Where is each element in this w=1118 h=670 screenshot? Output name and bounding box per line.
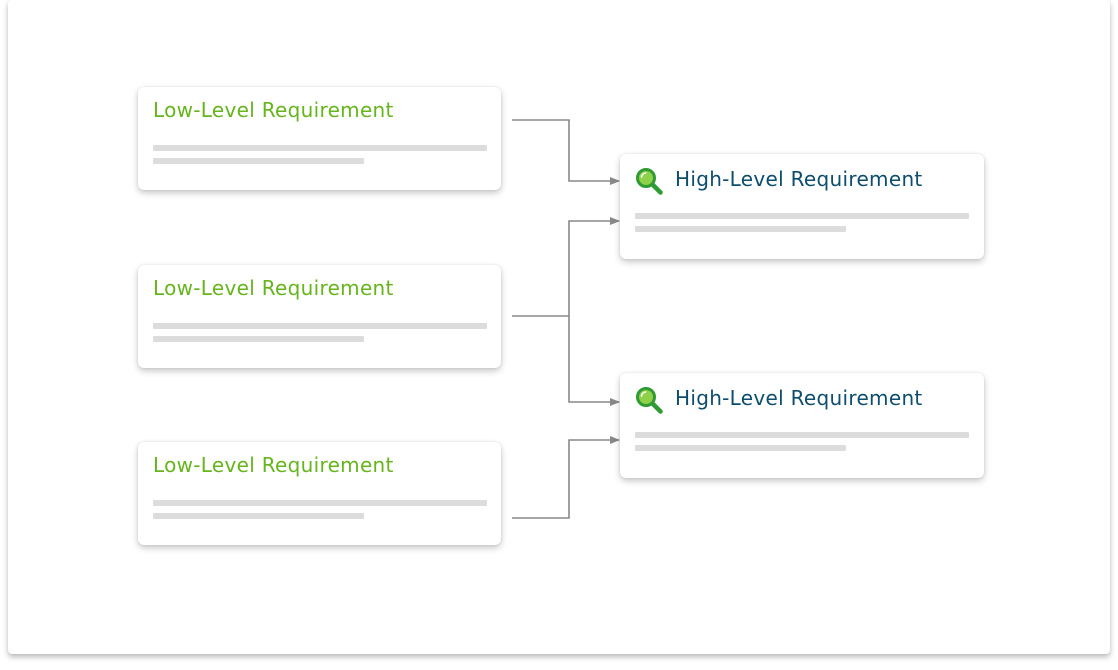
placeholder-text-line	[153, 513, 364, 519]
low-level-requirement-title: Low-Level Requirement	[153, 276, 394, 300]
connector-low2-to-high1	[568, 217, 620, 316]
connector-low1-to-high1	[512, 119, 620, 185]
connector-low2-to-high2	[568, 316, 620, 406]
high-level-requirement-card[interactable]: High-Level Requirement	[620, 373, 984, 478]
low-level-requirement-card[interactable]: Low-Level Requirement	[138, 265, 501, 368]
placeholder-text-line	[153, 500, 487, 506]
search-icon	[636, 387, 663, 414]
placeholder-text-line	[153, 158, 364, 164]
low-level-requirement-card[interactable]: Low-Level Requirement	[138, 87, 501, 190]
high-level-requirement-title: High-Level Requirement	[675, 386, 923, 410]
connector-low3-to-high2	[512, 436, 620, 519]
placeholder-text-line	[153, 336, 364, 342]
high-level-requirement-card[interactable]: High-Level Requirement	[620, 154, 984, 259]
search-icon	[636, 168, 663, 195]
low-level-requirement-title: Low-Level Requirement	[153, 98, 394, 122]
placeholder-text-line	[635, 213, 969, 219]
placeholder-text-line	[153, 145, 487, 151]
low-level-requirement-card[interactable]: Low-Level Requirement	[138, 442, 501, 545]
placeholder-text-line	[153, 323, 487, 329]
high-level-requirement-title: High-Level Requirement	[675, 167, 923, 191]
placeholder-text-line	[635, 432, 969, 438]
placeholder-text-line	[635, 226, 846, 232]
placeholder-text-line	[635, 445, 846, 451]
low-level-requirement-title: Low-Level Requirement	[153, 453, 394, 477]
